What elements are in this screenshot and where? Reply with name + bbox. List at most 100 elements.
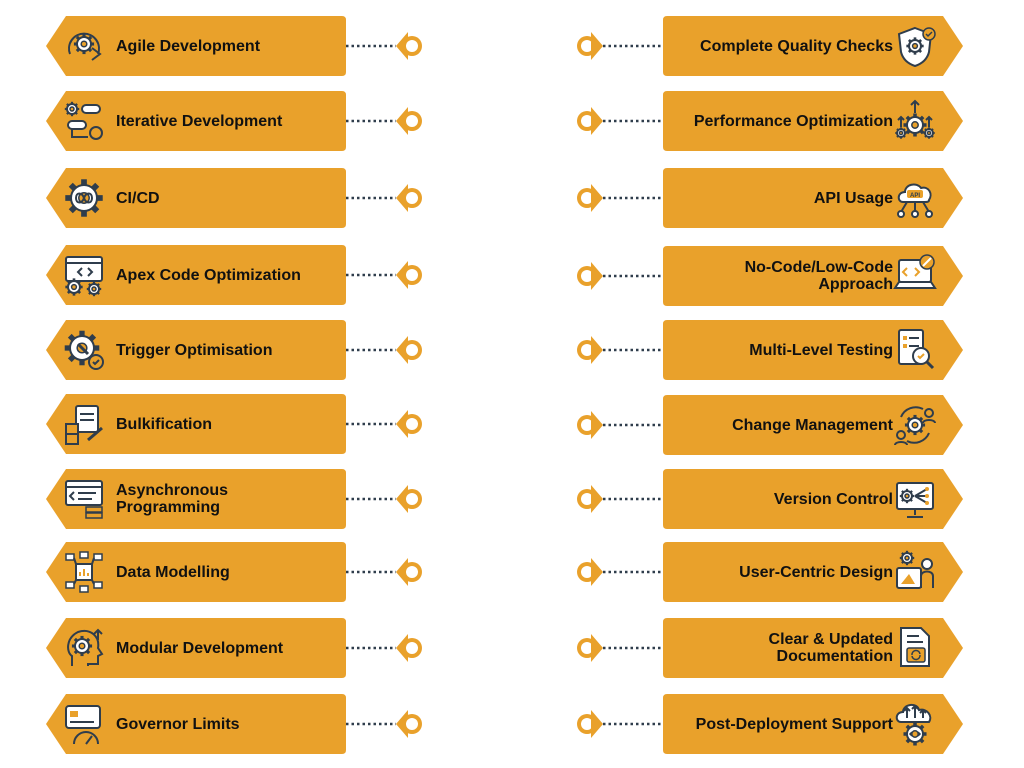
item-label: Change Management [732,416,893,434]
item-arrow-box [46,618,346,683]
item-label: Data Modelling [116,563,230,581]
designer-icon [893,550,937,594]
item-label: Apex Code Optimization [116,266,301,284]
card-gauge-icon [62,702,106,746]
dotted-connector [577,618,663,683]
dotted-connector [344,91,430,156]
infinity-gear-icon [62,176,106,220]
item-arrow-box [46,168,346,233]
dotted-connector [344,694,430,759]
dotted-connector [577,320,663,385]
right-item: Change Management [577,395,963,455]
item-label: Trigger Optimisation [116,341,273,359]
item-label: Clear & Updated Documentation [768,631,893,665]
data-model-icon [62,550,106,594]
item-arrow-box [663,320,963,385]
dotted-connector [344,618,430,683]
iteration-flow-icon [62,99,106,143]
right-item: Performance Optimization [577,91,963,151]
item-arrow-box [663,91,963,156]
left-item: Modular Development [46,618,422,678]
left-item: Iterative Development [46,91,422,151]
left-item: Agile Development [46,16,422,76]
left-item: Trigger Optimisation [46,320,422,380]
item-label: Asynchronous Programming [116,482,229,516]
right-item: No-Code/Low-Code Approach [577,246,963,306]
item-label: API Usage [813,189,893,207]
right-item: Post-Deployment Support [577,694,963,754]
code-server-icon [62,477,106,521]
agile-cycle-icon [62,24,106,68]
item-arrow-box [663,168,963,233]
item-arrow-box [663,542,963,607]
right-item: Multi-Level Testing [577,320,963,380]
clipboard-boxes-icon [62,402,106,446]
dotted-connector [577,694,663,759]
document-sync-icon [893,626,937,670]
left-item: Bulkification [46,394,422,454]
dotted-connector [344,320,430,385]
dotted-connector [577,542,663,607]
item-label: Performance Optimization [693,112,893,130]
dotted-connector [344,168,430,233]
left-item: CI/CD [46,168,422,228]
left-item: Apex Code Optimization [46,245,422,305]
shield-gear-icon [893,24,937,68]
right-item: Version Control [577,469,963,529]
item-label: CI/CD [116,189,160,207]
dotted-connector [577,16,663,81]
dotted-connector [344,469,430,534]
item-label: No-Code/Low-Code Approach [744,259,893,293]
item-arrow-box [663,16,963,81]
item-arrow-box [46,469,346,534]
dotted-connector [577,246,663,311]
dotted-connector [577,469,663,534]
item-arrow-box [46,16,346,81]
item-label: Modular Development [116,639,284,657]
change-person-gears-icon [893,403,937,447]
checklist-magnifier-icon [893,328,937,372]
dotted-connector [344,542,430,607]
item-arrow-box [663,395,963,460]
item-label: User-Centric Design [739,563,893,581]
left-item: Data Modelling [46,542,422,602]
api-cloud-icon: API [893,176,937,220]
item-arrow-box [663,246,963,311]
code-window-gears-icon [62,253,106,297]
item-label: Governor Limits [116,715,240,733]
item-label: Bulkification [116,415,213,433]
item-label: Complete Quality Checks [700,37,893,55]
item-arrow-box [46,394,346,459]
laptop-code-icon [893,254,937,298]
item-label: Post-Deployment Support [695,715,893,733]
item-arrow-box [46,320,346,385]
gear-wrench-icon [62,328,106,372]
right-item: Clear & Updated Documentation [577,618,963,678]
dotted-connector [344,16,430,81]
left-item: Governor Limits [46,694,422,754]
right-item: Complete Quality Checks [577,16,963,76]
cloud-support-icon [893,702,937,746]
modular-head-icon [62,626,106,670]
left-item: Asynchronous Programming [46,469,422,529]
svg-text:API: API [910,193,920,199]
item-label: Multi-Level Testing [749,341,893,359]
item-label: Version Control [773,490,893,508]
item-arrow-box [663,618,963,683]
dotted-connector [577,91,663,156]
dotted-connector [344,245,430,310]
item-label: Agile Development [116,37,261,55]
item-label: Iterative Development [116,112,283,130]
item-arrow-box [46,91,346,156]
right-item: User-Centric Design [577,542,963,602]
item-arrow-box [46,694,346,759]
dotted-connector [577,168,663,233]
gears-arrows-icon [893,99,937,143]
item-arrow-box [663,469,963,534]
item-arrow-box [46,542,346,607]
right-item: API API Usage [577,168,963,228]
item-arrow-box [46,245,346,310]
item-arrow-box [663,694,963,759]
monitor-branch-icon [893,477,937,521]
dotted-connector [344,394,430,459]
